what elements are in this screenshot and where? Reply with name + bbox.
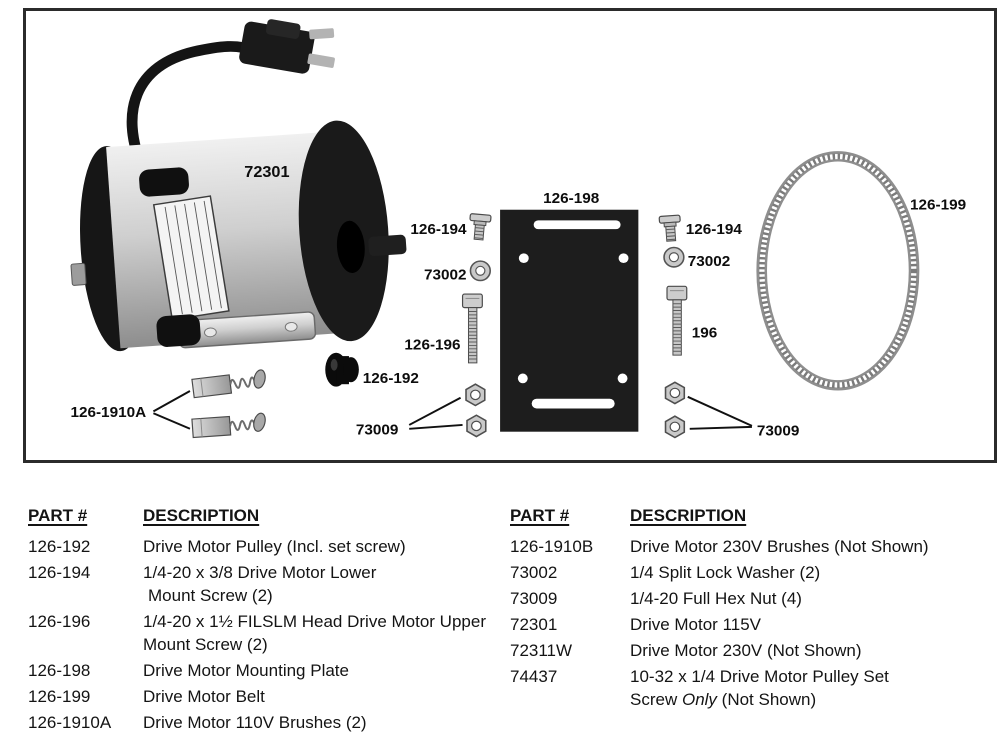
motor-body [70, 120, 407, 352]
label-washer-right: 73002 [688, 253, 731, 270]
part-description: Drive Motor 110V Brushes (2) [143, 713, 367, 732]
part-number: 126-196 [28, 612, 91, 631]
lock-washer-icon-left [469, 260, 491, 282]
screw-icon-left [467, 213, 492, 242]
label-bolt-left: 126-196 [404, 336, 460, 353]
label-pulley: 126-192 [363, 370, 419, 387]
part-description: Drive Motor 230V (Not Shown) [630, 641, 862, 660]
description-header: DESCRIPTION [630, 506, 747, 525]
label-plate: 126-198 [543, 190, 599, 207]
power-plug-icon [239, 19, 335, 74]
brush-cap-bottom-icon [156, 314, 201, 347]
bolt-icon-right [666, 285, 688, 356]
part-description: 1/4-20 Full Hex Nut (4) [630, 589, 802, 608]
label-nuts-left: 73009 [356, 422, 399, 439]
part-number-header: PART # [28, 506, 88, 525]
motor-brush-icon [190, 410, 270, 439]
mounting-plate-icon [500, 209, 639, 432]
parts-table-left: PART # DESCRIPTION 126-192 Drive Motor P… [28, 504, 502, 737]
part-number: 126-194 [28, 563, 91, 582]
hex-nut-icon [465, 383, 486, 407]
power-cord [126, 41, 259, 180]
hex-nut-icon [664, 415, 686, 439]
screw-icon-right [658, 214, 683, 243]
hex-nut-icon [466, 414, 487, 438]
part-number: 126-1910A [28, 713, 112, 732]
part-number: 72301 [510, 615, 558, 634]
part-description: 1/4-20 x 1½ FILSLM Head Drive Motor Uppe… [143, 612, 486, 654]
part-number: 126-199 [28, 687, 91, 706]
lock-washer-icon-right [663, 246, 685, 268]
motor-nameplate [152, 195, 230, 321]
label-washer-left: 73002 [424, 267, 467, 284]
part-description: Drive Motor 230V Brushes (Not Shown) [630, 537, 929, 556]
leader-lines-nuts-left [408, 396, 463, 430]
exploded-parts-diagram: 72301 126-198 126-194 73002 126-196 126-… [70, 19, 966, 440]
part-number: 73002 [510, 563, 558, 582]
leader-lines-nuts-right [687, 395, 753, 430]
hex-nut-icon [664, 381, 686, 405]
leader-lines-brushes [152, 390, 191, 430]
label-motor: 72301 [244, 163, 289, 181]
part-number: 126-192 [28, 537, 91, 556]
description-header: DESCRIPTION [143, 506, 260, 525]
motor-shaft [368, 234, 407, 257]
label-nuts-right: 73009 [757, 423, 800, 440]
part-description: 1/4 Split Lock Washer (2) [630, 563, 821, 582]
parts-table-right: PART # DESCRIPTION 126-1910B Drive Motor… [510, 504, 1002, 714]
bolt-icon-left [461, 293, 483, 364]
exploded-view-frame: 72301 126-198 126-194 73002 126-196 126-… [23, 8, 997, 463]
label-screw-right: 126-194 [686, 221, 743, 238]
part-description: 1/4-20 x 3/8 Drive Motor Lower Mount Scr… [143, 563, 377, 605]
motor-terminal [70, 262, 87, 286]
part-description: Drive Motor Pulley (Incl. set screw) [143, 537, 406, 556]
part-description: Drive Motor Mounting Plate [143, 661, 349, 680]
label-brushes: 126-1910A [70, 404, 146, 421]
drive-belt-icon [756, 151, 920, 391]
label-belt: 126-199 [910, 197, 966, 214]
part-description: Drive Motor 115V [630, 615, 762, 634]
label-screw-left: 126-194 [410, 221, 467, 238]
part-number: 126-1910B [510, 537, 594, 556]
label-bolt-right: 196 [692, 325, 718, 342]
part-description: 10-32 x 1/4 Drive Motor Pulley Set Screw… [630, 667, 889, 709]
part-number: 74437 [510, 667, 558, 686]
part-number: 126-198 [28, 661, 91, 680]
motor-brush-icon [190, 366, 270, 399]
part-number: 73009 [510, 589, 558, 608]
drive-pulley-icon [325, 352, 359, 387]
part-number-header: PART # [510, 506, 570, 525]
drive-motor-illustration [70, 19, 407, 352]
part-number: 72311W [510, 641, 573, 660]
part-description: Drive Motor Belt [143, 687, 265, 706]
brush-cap-top-icon [139, 167, 189, 197]
